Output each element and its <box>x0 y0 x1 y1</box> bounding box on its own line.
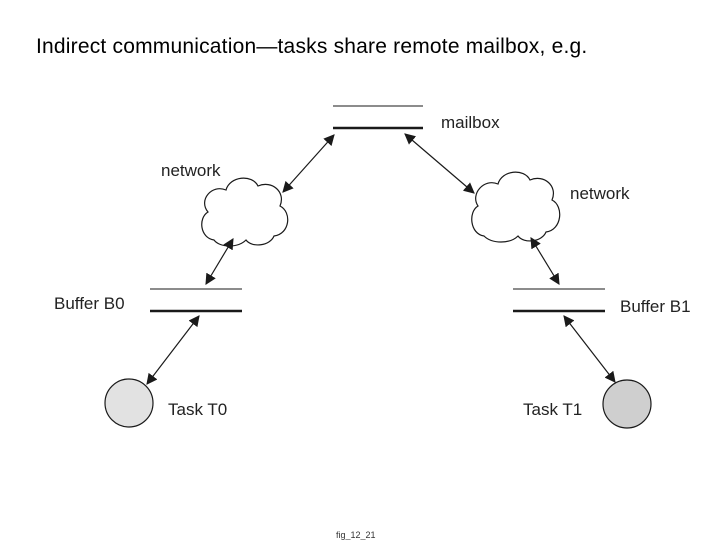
mailbox-label: mailbox <box>441 113 500 132</box>
arrow-mailbox-network-left <box>282 134 335 193</box>
network-cloud-right <box>471 171 561 243</box>
buffer-b1-label: Buffer B1 <box>620 297 691 316</box>
buffer-b0-label: Buffer B0 <box>54 294 125 313</box>
arrow-buffer-b0-task-t0 <box>146 315 200 385</box>
network-right-label: network <box>570 184 630 203</box>
arrow-network-right-buffer-b1 <box>530 237 560 285</box>
network-cloud-left <box>201 177 289 247</box>
task-t1-label: Task T1 <box>523 400 582 419</box>
figure-caption: fig_12_21 <box>336 530 376 540</box>
arrow-network-left-buffer-b0 <box>205 238 234 285</box>
arrow-mailbox-network-right <box>404 133 475 194</box>
mailbox <box>333 105 423 130</box>
arrow-buffer-b1-task-t1 <box>563 315 616 383</box>
task-t0-label: Task T0 <box>168 400 227 419</box>
slide-title: Indirect communication—tasks share remot… <box>36 35 588 58</box>
buffer-b0 <box>150 288 242 313</box>
network-left-label: network <box>161 161 221 180</box>
task-t0-circle <box>104 378 154 428</box>
task-t1-circle <box>602 379 652 429</box>
buffer-b1 <box>513 288 605 313</box>
